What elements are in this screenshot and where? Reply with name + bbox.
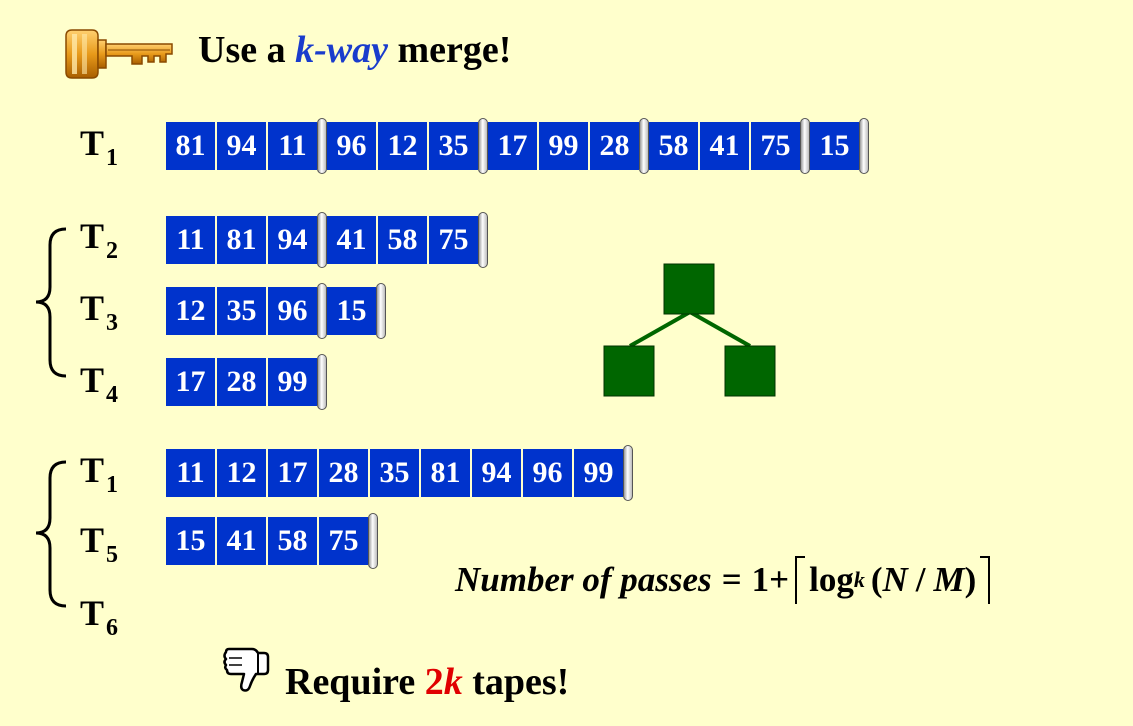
tape-cell: 15 <box>327 287 376 335</box>
footer-highlight-variable: k <box>443 661 463 703</box>
tape-cell: 11 <box>166 216 217 264</box>
formula-log-base: k <box>853 567 865 592</box>
formula-log: log <box>809 560 854 599</box>
footer-prefix: Require <box>285 661 416 703</box>
title-highlight: k-way <box>295 29 388 71</box>
tape-cell: 81 <box>421 449 472 497</box>
tape-cell: 58 <box>268 517 319 565</box>
tape-cell: 81 <box>217 216 268 264</box>
tape-cell: 58 <box>378 216 429 264</box>
tape-cell: 94 <box>217 122 268 170</box>
merge-tree-icon <box>603 263 776 397</box>
tape-cell: 75 <box>429 216 478 264</box>
tape-cell: 96 <box>327 122 378 170</box>
tape-cell: 41 <box>327 216 378 264</box>
run-separator <box>317 283 327 339</box>
tape-label-t1-output: T1 <box>80 450 119 498</box>
tape-label-t6: T6 <box>80 593 119 641</box>
tape-cell: 94 <box>268 216 317 264</box>
formula-rparen: ) <box>964 560 977 599</box>
run-separator <box>317 118 327 174</box>
tape-cell: 41 <box>217 517 268 565</box>
tape-cell: 28 <box>217 358 268 406</box>
key-icon <box>65 29 173 79</box>
run-separator <box>317 354 327 410</box>
tape-cell: 35 <box>217 287 268 335</box>
tape-cell: 35 <box>370 449 421 497</box>
tape-cell: 12 <box>378 122 429 170</box>
ceiling-left-bracket <box>795 556 806 604</box>
run-separator <box>639 118 649 174</box>
formula-m: M <box>933 560 965 599</box>
tape-cell: 99 <box>268 358 317 406</box>
formula-one: 1 <box>751 560 770 599</box>
tape-cell: 17 <box>488 122 539 170</box>
run-separator <box>859 118 869 174</box>
footer-requirement: Require 2k tapes! <box>285 660 569 704</box>
run-separator <box>478 118 488 174</box>
tape-cell: 75 <box>319 517 368 565</box>
slide-title: Use a k-way merge! <box>198 28 511 72</box>
thumbs-down-icon <box>223 647 270 692</box>
ceiling-right-bracket <box>980 556 991 604</box>
tape-cell: 11 <box>268 122 317 170</box>
tape-label-t5: T5 <box>80 520 119 568</box>
tape-cell: 81 <box>166 122 217 170</box>
tape-cell: 15 <box>810 122 859 170</box>
run-separator <box>368 513 378 569</box>
title-suffix: merge! <box>397 29 512 71</box>
tape-cell: 17 <box>268 449 319 497</box>
tape-label-t3: T3 <box>80 288 119 336</box>
run-separator <box>376 283 386 339</box>
formula-plus: + <box>769 560 790 599</box>
tape-cell: 11 <box>166 449 217 497</box>
tape-cell: 12 <box>217 449 268 497</box>
formula-equals: = <box>721 560 742 599</box>
tape-cell: 96 <box>523 449 574 497</box>
tape-label-t1-input: T1 <box>80 123 119 171</box>
left-brace-input-group <box>35 227 67 378</box>
tape-label-t2: T2 <box>80 216 119 264</box>
tape-cell: 17 <box>166 358 217 406</box>
title-prefix: Use a <box>198 29 286 71</box>
formula-lparen: ( <box>870 560 883 599</box>
tape-cell: 35 <box>429 122 478 170</box>
footer-highlight-number: 2 <box>424 661 444 703</box>
run-separator <box>478 212 488 268</box>
formula-slash: / <box>915 560 926 599</box>
tape-cell: 41 <box>700 122 751 170</box>
tape-cell: 99 <box>574 449 623 497</box>
formula-n: N <box>882 560 908 599</box>
tape-cell: 99 <box>539 122 590 170</box>
footer-suffix: tapes! <box>472 661 570 703</box>
left-brace-output-group <box>35 460 67 608</box>
run-separator <box>317 212 327 268</box>
formula-lhs: Number of passes <box>455 560 712 599</box>
run-separator <box>800 118 810 174</box>
tape-cell: 94 <box>472 449 523 497</box>
tape-cell: 58 <box>649 122 700 170</box>
tape-cell: 28 <box>319 449 370 497</box>
tape-cell: 75 <box>751 122 800 170</box>
tape-cell: 12 <box>166 287 217 335</box>
tape-cell: 96 <box>268 287 317 335</box>
run-separator <box>623 445 633 501</box>
tape-label-t4: T4 <box>80 360 119 408</box>
tape-cell: 28 <box>590 122 639 170</box>
tape-cell: 15 <box>166 517 217 565</box>
